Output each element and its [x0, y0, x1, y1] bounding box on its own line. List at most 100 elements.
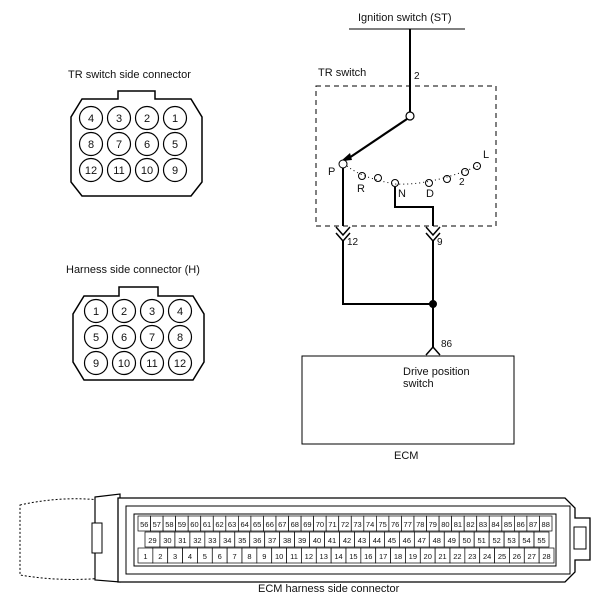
ecm-pin-label: 63	[228, 520, 236, 529]
ecm-pin-label: 38	[283, 536, 291, 545]
position-l-label: L	[483, 149, 490, 161]
ecm-harness-connector-label: ECM harness side connector	[258, 583, 400, 595]
tr-side-pin-label: 2	[144, 113, 150, 125]
ecm-pin-label: 82	[466, 520, 474, 529]
n-wire	[394, 187, 434, 226]
tr-side-connector-label: TR switch side connector	[68, 69, 191, 81]
harness-pin-label: 10	[118, 358, 130, 370]
ecm-pin-label: 26	[513, 552, 521, 561]
ecm-pin-label: 81	[454, 520, 462, 529]
ecm-pin-88	[539, 515, 553, 532]
ecm-pin-label: 19	[409, 552, 417, 561]
ecm-pin-label: 75	[378, 520, 386, 529]
ecm-pin-label: 74	[366, 520, 374, 529]
tr-side-pin-7	[106, 131, 132, 157]
ecm-pin-label: 44	[373, 536, 381, 545]
switch-arm	[341, 118, 408, 161]
ecm-pin-label: 52	[492, 536, 500, 545]
ecm-pin-label: 7	[232, 552, 236, 561]
position-d-label: D	[426, 188, 434, 200]
tr-side-pin-12	[78, 157, 104, 183]
ecm-pin-label: 16	[364, 552, 372, 561]
tr-side-pin-5	[162, 131, 188, 157]
harness-pin-3	[139, 298, 165, 324]
tr-switch-box	[315, 85, 497, 227]
ecm-pin-label: 34	[223, 536, 231, 545]
tr-side-pin-11	[106, 157, 132, 183]
harness-pin-4	[167, 298, 193, 324]
ecm-pin-label: 23	[468, 552, 476, 561]
ecm-pin-label: 50	[463, 536, 471, 545]
tr-side-pin-label: 9	[172, 165, 178, 177]
tr-side-pin-label: 4	[88, 113, 94, 125]
ecm-pin-label: 14	[334, 552, 342, 561]
ecm-pin-label: 28	[542, 552, 550, 561]
tr-side-pin-3	[106, 105, 132, 131]
harness-pin-label: 8	[177, 332, 183, 344]
ecm-pin-label: 66	[266, 520, 274, 529]
ecm-pin-label: 47	[418, 536, 426, 545]
tr-switch-label: TR switch	[318, 67, 367, 79]
ecm-pin-label: 73	[353, 520, 361, 529]
ecm-label: ECM	[394, 450, 419, 462]
tr-side-pin-label: 1	[172, 113, 178, 125]
position-n-label: N	[398, 188, 406, 200]
ecm-pin-label: 57	[153, 520, 161, 529]
terminal-9-label: 9	[437, 237, 443, 248]
tr-side-pin-6	[134, 131, 160, 157]
ecm-pin-label: 29	[148, 536, 156, 545]
ecm-pin-label: 80	[441, 520, 449, 529]
tr-side-pin-8	[78, 131, 104, 157]
ecm-pin-label: 45	[388, 536, 396, 545]
harness-pin-9	[83, 350, 109, 376]
drive-position-label: Drive position	[403, 366, 470, 378]
ecm-pin-label: 65	[253, 520, 261, 529]
ecm-pin-label: 21	[438, 552, 446, 561]
ecm-pin-label: 30	[163, 536, 171, 545]
ecm-pin-label: 68	[291, 520, 299, 529]
tr-side-pin-label: 5	[172, 139, 178, 151]
ecm-pin-label: 25	[498, 552, 506, 561]
ecm-pin-label: 87	[529, 520, 537, 529]
tr-side-pin-label: 12	[85, 165, 97, 177]
tr-side-pin-label: 6	[144, 139, 150, 151]
ecm-pin-label: 56	[140, 520, 148, 529]
ecm-pin-label: 59	[178, 520, 186, 529]
tr-side-pin-label: 10	[141, 165, 153, 177]
ecm-pin-label: 22	[453, 552, 461, 561]
ecm-pin-label: 1	[143, 552, 147, 561]
ecm-pin-label: 32	[193, 536, 201, 545]
harness-pin-8	[167, 324, 193, 350]
ecm-pin-label: 69	[303, 520, 311, 529]
ecm-pin-label: 41	[328, 536, 336, 545]
ecm-pin-label: 61	[203, 520, 211, 529]
harness-pin-label: 7	[149, 332, 155, 344]
tr-side-pin-2	[134, 105, 160, 131]
position-contacts	[338, 159, 481, 187]
ecm-pin-label: 43	[358, 536, 366, 545]
ecm-pin-label: 54	[522, 536, 530, 545]
tr-side-pin-label: 8	[88, 139, 94, 151]
tr-side-pin-1	[162, 105, 188, 131]
harness-pin-label: 3	[149, 306, 155, 318]
terminal-86-label: 86	[441, 339, 453, 350]
ecm-pin-label: 13	[320, 552, 328, 561]
ecm-pin-label: 33	[208, 536, 216, 545]
harness-pin-label: 11	[146, 358, 157, 370]
ecm-pin-label: 10	[275, 552, 283, 561]
ignition-switch-label: Ignition switch (ST)	[358, 12, 452, 24]
ecm-pin-label: 12	[305, 552, 313, 561]
ecm-pin-label: 24	[483, 552, 491, 561]
ecm-pin-label: 18	[394, 552, 402, 561]
ecm-pin-label: 64	[240, 520, 248, 529]
ecm-pin-label: 42	[343, 536, 351, 545]
harness-side-connector-label: Harness side connector (H)	[66, 264, 200, 276]
ecm-pin-label: 77	[404, 520, 412, 529]
harness-pin-label: 1	[93, 306, 99, 318]
harness-pin-1	[83, 298, 109, 324]
ecm-pin-label: 20	[424, 552, 432, 561]
ecm-pin-label: 79	[429, 520, 437, 529]
